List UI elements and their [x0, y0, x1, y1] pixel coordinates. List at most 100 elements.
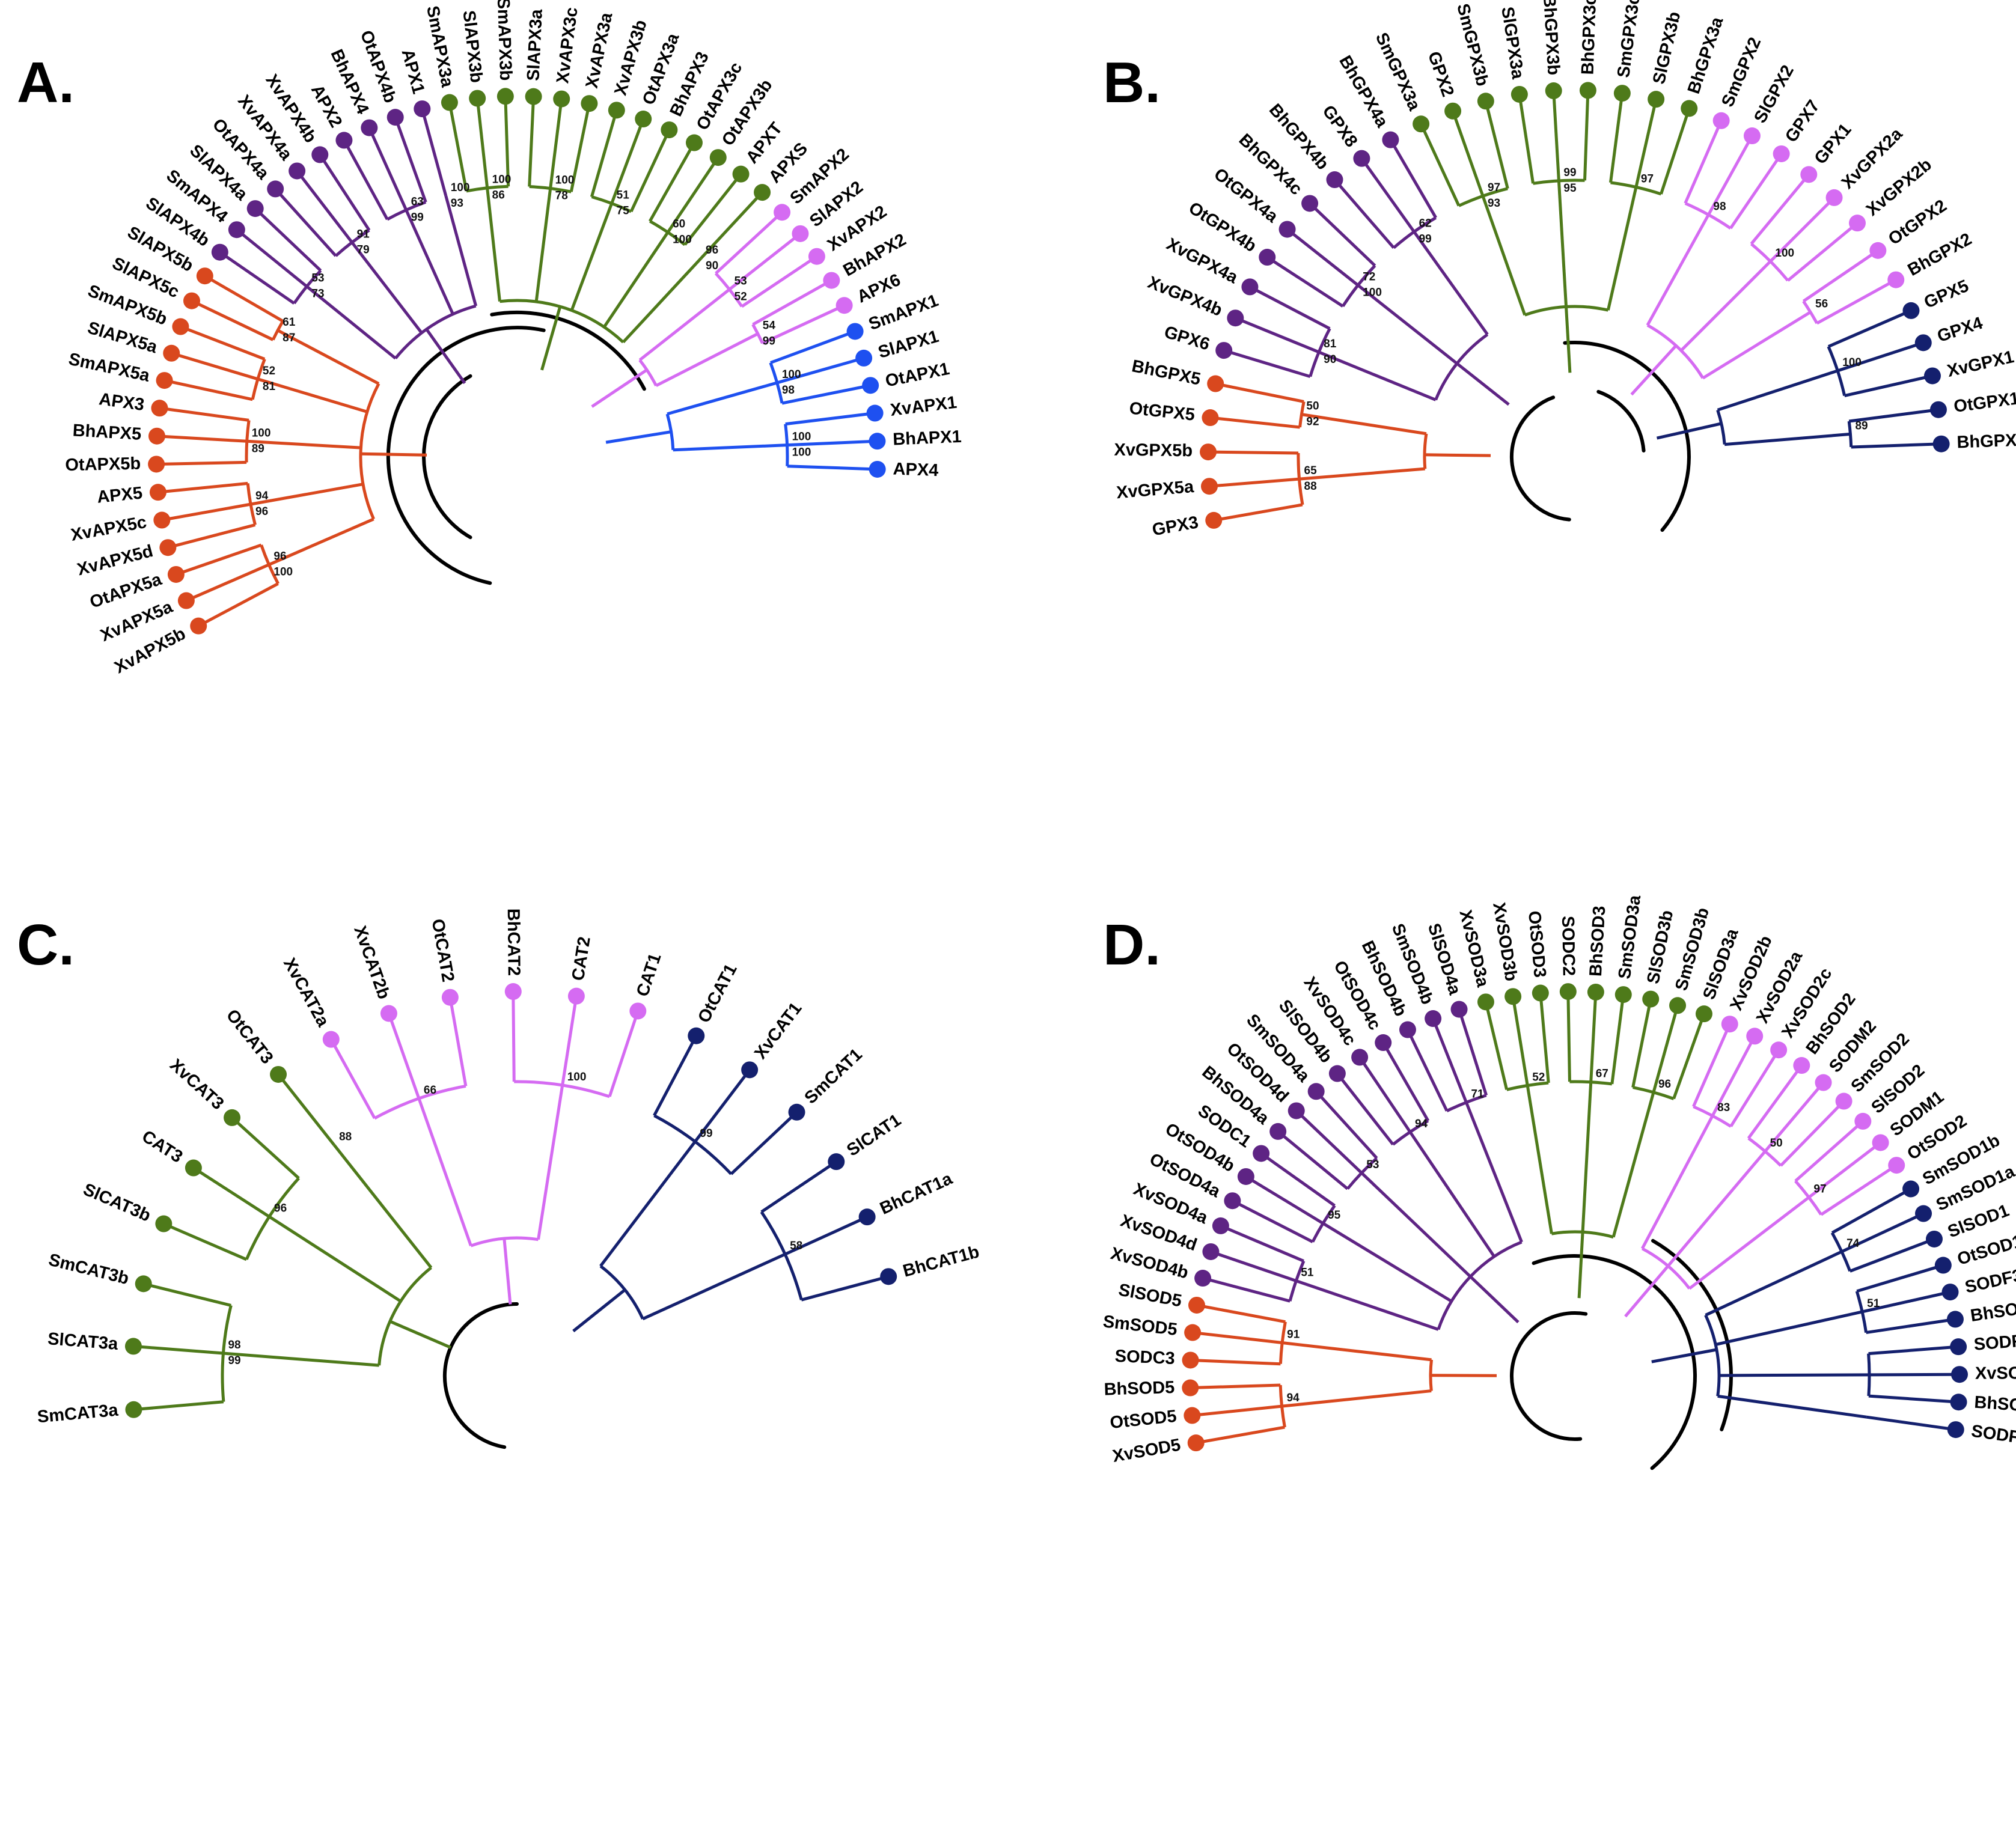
leaf-label: OtGPX2 — [1885, 196, 1950, 249]
bootstrap-value: 100 — [782, 368, 801, 381]
leaf-dot — [828, 1153, 845, 1171]
leaf-dot — [361, 119, 378, 136]
leaf-dot — [792, 225, 809, 242]
leaf-dot — [1328, 1065, 1346, 1082]
leaf-dot — [322, 1031, 340, 1048]
bootstrap-value: 60 — [673, 218, 685, 231]
clade-stem — [572, 1288, 626, 1333]
leaf-branch — [1831, 1187, 1912, 1234]
leaf-dot — [196, 267, 213, 285]
leaf-branch — [133, 1400, 224, 1412]
leaf-label: XvAPX3a — [582, 11, 617, 90]
bootstrap-value: 94 — [1287, 1392, 1300, 1404]
subclade-arc — [374, 1084, 466, 1120]
leaf-dot — [224, 1109, 241, 1126]
leaf-branch — [163, 1222, 248, 1261]
bootstrap-value: 99 — [228, 1354, 240, 1367]
bootstrap-value: 86 — [492, 189, 505, 202]
subclade-branch — [417, 1098, 472, 1246]
bootstrap-value: 90 — [706, 260, 718, 272]
clade-stem — [1456, 362, 1510, 406]
leaf-branch — [1286, 228, 1359, 287]
subclade-branch — [1413, 231, 1489, 336]
leaf-label: SmGPX2 — [1718, 35, 1765, 110]
leaf-dot — [608, 102, 625, 119]
subclade-arc — [1311, 1204, 1336, 1243]
clade-arc — [1434, 333, 1489, 401]
subclade-branch — [1606, 186, 1638, 311]
subclade-arc — [751, 323, 764, 344]
clade-stem — [1657, 422, 1722, 440]
backbone-arc — [422, 374, 472, 540]
leaf-label: XvSOD5 — [1111, 1436, 1182, 1466]
leaf-dot — [270, 1065, 287, 1083]
leaf-dot — [1941, 1284, 1959, 1301]
leaf-branch — [1196, 1425, 1285, 1445]
bootstrap-value: 63 — [411, 195, 424, 208]
leaf-dot — [1207, 375, 1224, 392]
leaf-label: XvCAT3 — [166, 1055, 227, 1113]
leaf-branch — [1406, 1029, 1449, 1112]
leaf-dot — [862, 377, 879, 394]
leaf-dot — [155, 1215, 173, 1232]
bootstrap-value: 97 — [1813, 1183, 1826, 1196]
clade-stem — [425, 328, 466, 385]
leaf-branch — [296, 169, 353, 243]
leaf-label: APX4 — [893, 460, 939, 481]
leaf-dot — [709, 149, 727, 166]
leaf-dot — [1287, 1102, 1305, 1120]
panel-letter: D. — [1103, 913, 1161, 977]
bootstrap-value: 100 — [1363, 287, 1382, 299]
clade-stem — [1651, 1348, 1717, 1363]
subclade-branch — [638, 288, 731, 362]
clade-stem — [360, 452, 427, 457]
leaf-branch — [1848, 408, 1939, 423]
subclade-branch — [257, 377, 368, 413]
leaf-branch — [1779, 1100, 1845, 1167]
leaf-branch — [1692, 1023, 1732, 1107]
subclade-branch — [1281, 1341, 1432, 1362]
leaf-dot — [441, 989, 459, 1006]
leaf-label: BhSOD1b — [1969, 1294, 2016, 1326]
leaf-label: SmCAT3b — [47, 1250, 131, 1289]
leaf-branch — [1539, 993, 1550, 1083]
leaf-label: OtSOD3 — [1524, 910, 1550, 978]
leaf-label: GPX5 — [1921, 276, 1972, 312]
leaf-branch — [274, 187, 337, 257]
leaf-dot — [1200, 478, 1218, 495]
subclade-branch — [667, 381, 778, 416]
leaf-label: OtCAT1 — [694, 961, 741, 1026]
leaf-dot — [741, 1061, 759, 1079]
leaf-branch — [1192, 1404, 1282, 1417]
leaf-branch — [1631, 999, 1652, 1088]
leaf-dot — [553, 90, 570, 108]
bootstrap-value: 92 — [1306, 416, 1319, 428]
leaf-label: SODF3 — [1963, 1266, 2016, 1297]
leaf-branch — [1869, 1372, 1960, 1377]
leaf-dot — [163, 344, 180, 362]
backbone-arc — [1509, 395, 1571, 522]
leaf-dot — [124, 1338, 142, 1355]
subclade-arc — [260, 544, 279, 585]
leaf-label: XvAPX3c — [553, 6, 582, 84]
subclade-branch — [1581, 1082, 1593, 1232]
bootstrap-value: 89 — [1855, 419, 1868, 432]
leaf-dot — [496, 88, 514, 105]
leaf-branch — [1431, 1018, 1468, 1103]
leaf-dot — [1914, 334, 1932, 352]
leaf-branch — [777, 356, 864, 385]
leaf-dot — [335, 132, 353, 149]
leaf-dot — [1510, 85, 1528, 103]
bootstrap-value: 51 — [617, 189, 630, 202]
clade-stem — [502, 1238, 512, 1305]
leaf-label: OtCAT3 — [222, 1006, 277, 1068]
leaf-branch — [1210, 1250, 1297, 1282]
bootstrap-value: 98 — [228, 1339, 240, 1351]
leaf-label: OtGPX1 — [1953, 389, 2016, 416]
bootstrap-value: 100 — [273, 566, 293, 579]
leaf-dot — [629, 1002, 647, 1020]
clade-arc — [470, 1236, 539, 1247]
leaf-dot — [1854, 1112, 1872, 1130]
clade-arc — [394, 304, 477, 359]
subclade-arc — [1610, 181, 1662, 196]
